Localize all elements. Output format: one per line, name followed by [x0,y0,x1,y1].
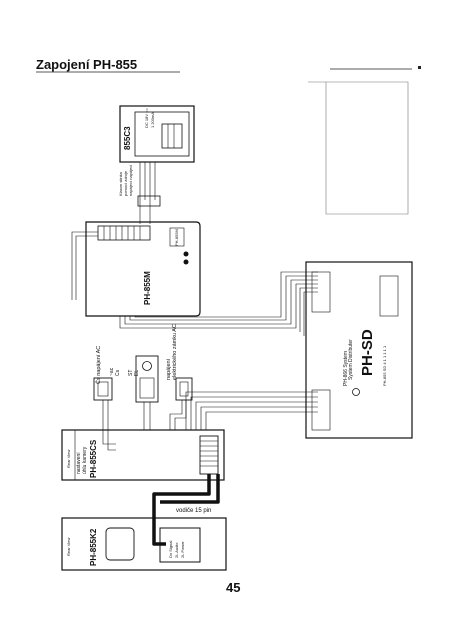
distributor-line2: PH-866 System [343,351,349,386]
ac-in-label: ~ac [109,367,115,376]
st-label: ST [128,370,134,376]
page-title: Zapojení PH-855 [36,57,138,72]
cs-label: Cs [115,369,121,376]
lock-power-label: Čs napájení AC [95,346,102,384]
camera-unit: PH-855CS nastavení úhlu kamery Rear View [61,429,225,481]
panel-label: PH-855K2 [89,528,98,566]
supply-terminal [137,195,161,207]
power-supply-rating-2: 1 200mA [150,112,155,128]
page-number: 45 [226,580,241,595]
monitor-sublabel: PH-855M [174,229,179,246]
distributor-line1: System Distributer [348,339,354,380]
outline-right [308,81,409,215]
distributor-info: PH-855 SD 4 1 1 1 1 1 [382,345,387,386]
camera-note-2: úhlu kamery [82,446,88,474]
cable-label: vodiče 15 pin [176,508,211,514]
el-label: EL [134,370,140,376]
distributor-brand: PH-SD [359,329,376,376]
monitor-label: PH-855M [143,271,152,305]
wiring-note-2: pomocí zdroje [123,170,128,196]
power-supply-label: 855C3 [123,126,132,150]
lock-power-label-2: napájení [166,358,172,380]
power-supply-rating-1: DC 18V == [144,108,149,128]
distributor-unit: PH-SD System Distributer PH-866 System P… [305,261,413,439]
panel-label-2: 2L Audio [174,542,179,558]
supply-wires [139,162,156,224]
monitor-left-wires [71,231,98,300]
cable-15-pin [152,474,220,546]
panel-unit: PH-855K2 Rear View Do Signal 2L Audio 2L… [61,517,227,571]
panel-label-1: Do Signal [168,541,173,558]
distributor-camera-bus [185,391,318,430]
wiring-note-3: napájecí napájecí [128,164,133,196]
lock-block: Čs napájení AC ~ac Cs napájení elektrick… [93,324,193,403]
lock-wires [102,400,187,451]
wiring-note-1: Klaxon stinka [118,171,123,196]
power-supply-unit: 855C3 DC 18V == 1 200mA [119,105,195,163]
camera-label: PH-855CS [89,439,98,478]
panel-rear: Rear View [66,538,71,556]
monitor-unit: PH-855M PH-855M [85,221,201,317]
camera-rear: Rear View [66,450,71,468]
header-mark [418,66,421,69]
panel-label-3: 2L Power [180,541,185,558]
camera-note-1: nastavení [76,452,82,474]
monitor-distributor-bus [119,271,318,336]
electric-lock-label: elektrického zámku AC [172,324,178,380]
